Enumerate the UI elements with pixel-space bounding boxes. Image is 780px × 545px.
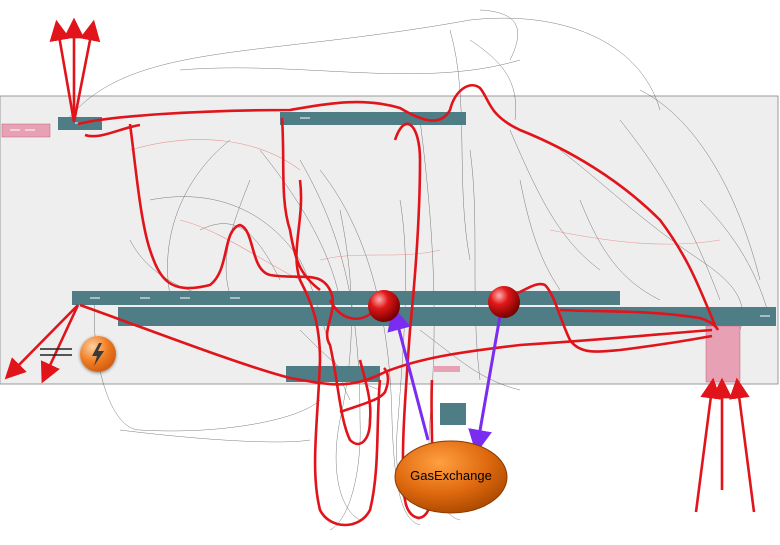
link-left [387,306,430,441]
equals-icon [40,348,72,356]
arrow-down-left-1 [4,304,79,380]
flow-right-down [559,308,720,331]
thin-red-connections [129,139,721,281]
gas-exchange-label: GasExchange [410,468,492,483]
bar-middle-long [72,291,620,305]
pink-box-right [705,325,741,383]
arrow-down-left-2 [40,304,80,384]
background-panel [0,95,779,385]
link-right [468,315,502,454]
flow-right-loop [499,282,713,353]
lightning-button[interactable] [80,336,116,372]
arrow-up-right-3 [729,377,756,513]
pink-box-small [434,366,460,372]
node-ball-right[interactable] [488,286,520,318]
bar-bottom-small [440,403,466,425]
bar-lower-small [286,366,380,382]
arrow-up-3 [72,19,101,123]
arrow-up-right-1 [694,377,721,513]
flow-top-loop [77,83,717,326]
node-ball-left[interactable] [368,290,400,322]
flow-left-inner [84,117,321,292]
flow-lower-link [339,367,390,414]
flow-vertical-1 [295,179,382,527]
flow-middle-link [79,303,713,386]
bar-middle-lower [118,307,776,326]
gas-exchange-node[interactable] [394,440,508,514]
flow-left-big [128,123,372,446]
red-arrows [4,17,756,513]
arrow-up-1 [49,19,76,123]
purple-links [387,306,502,454]
lightning-icon [92,343,104,366]
bar-top-middle [280,112,466,125]
